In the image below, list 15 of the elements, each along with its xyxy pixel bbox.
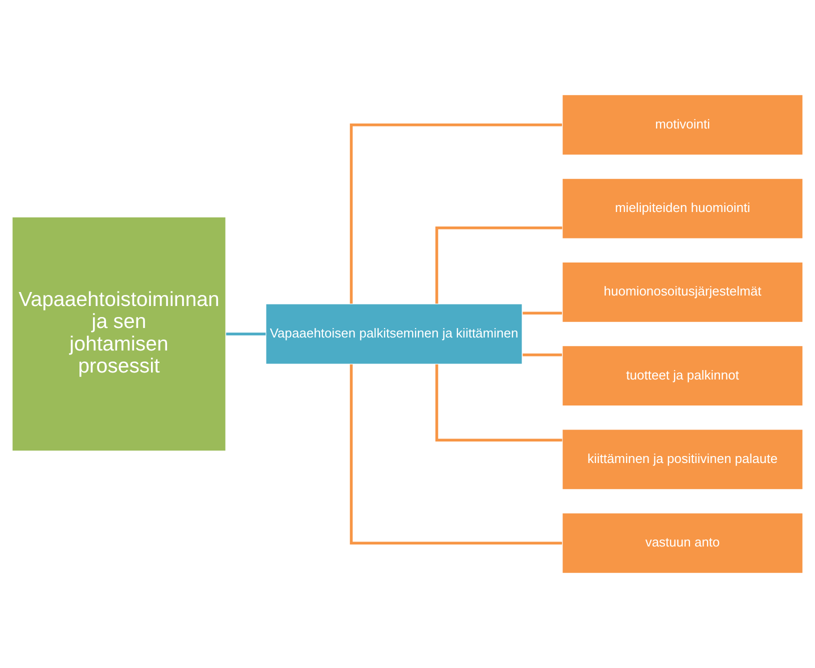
node-box: mielipiteiden huomiointi <box>562 178 804 240</box>
connector <box>435 364 562 442</box>
connector <box>435 226 562 304</box>
node-box: huomionosoitusjärjestelmät <box>562 262 804 323</box>
node-box: vastuun anto <box>562 512 804 574</box>
connector <box>522 312 562 314</box>
connector <box>350 124 562 304</box>
connector <box>522 354 562 356</box>
node-box: Vapaaehtoisen palkitseminen ja kiittäminen <box>265 303 523 365</box>
node-box: Vapaaehtoistoiminnan ja sen johtamisen prosessit <box>12 216 226 452</box>
node-box: kiittäminen ja positiivinen palaute <box>562 428 804 490</box>
connector <box>226 332 266 336</box>
node-box: motivointi <box>562 94 804 156</box>
node-box: tuotteet ja palkinnot <box>562 345 804 406</box>
connector <box>350 364 562 544</box>
